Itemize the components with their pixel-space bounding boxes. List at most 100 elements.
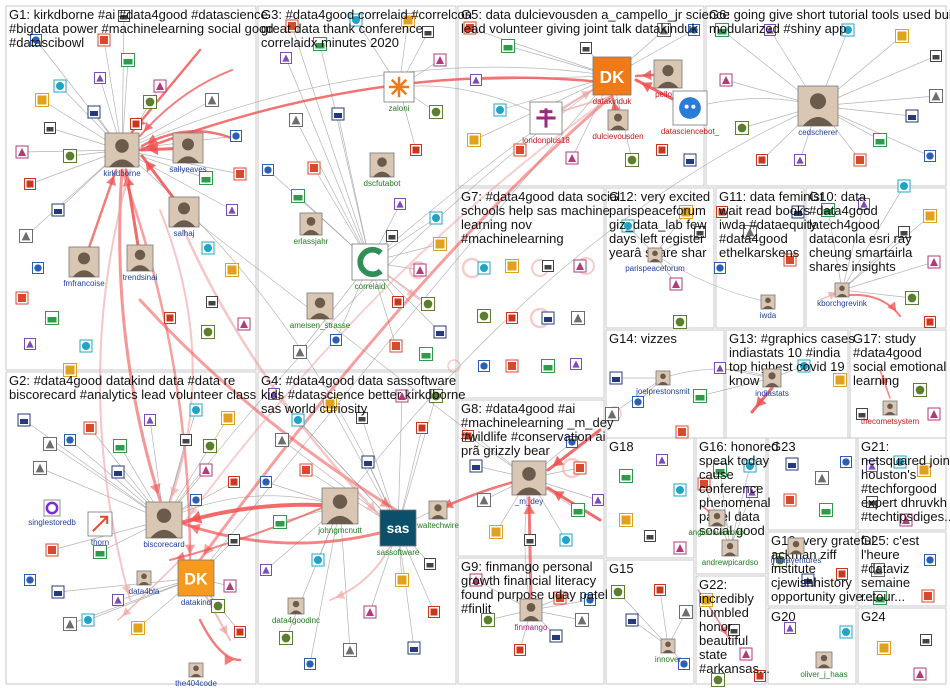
small-node[interactable] <box>225 263 239 277</box>
small-node[interactable] <box>221 411 235 425</box>
node-singlestoredb[interactable]: singlestoredb <box>28 499 76 527</box>
small-node[interactable] <box>144 414 156 426</box>
small-node[interactable] <box>625 153 639 167</box>
node-johngmcnutt[interactable]: johngmcnutt <box>317 487 363 535</box>
node-thecometsystem[interactable]: thecometsystem <box>861 400 920 426</box>
small-node[interactable] <box>669 277 683 291</box>
node-mstraventures[interactable]: mstraventures <box>771 537 822 565</box>
node-indiastats[interactable]: indiastats <box>755 368 789 398</box>
small-node[interactable] <box>840 456 852 468</box>
small-node[interactable] <box>542 260 554 272</box>
node--m-dey[interactable]: _m_dey <box>511 460 547 506</box>
small-node[interactable] <box>559 533 573 547</box>
small-node[interactable] <box>699 593 713 607</box>
small-node[interactable] <box>746 486 758 498</box>
small-node[interactable] <box>289 113 303 127</box>
node-thorn[interactable]: thorn <box>87 511 113 547</box>
node-kirkdborne[interactable]: kirkdborne <box>103 132 141 178</box>
node-kborchgrevink[interactable]: kborchgrevink <box>817 282 868 308</box>
node-ameisen-strasse[interactable]: ameisen_strasse <box>290 292 351 330</box>
small-node[interactable] <box>394 198 406 210</box>
small-node[interactable] <box>856 408 868 420</box>
small-node[interactable] <box>571 311 585 325</box>
small-node[interactable] <box>921 589 935 603</box>
small-node[interactable] <box>53 79 67 93</box>
small-node[interactable] <box>924 554 936 566</box>
node-oliver-j-haas[interactable]: oliver_j_haas <box>800 651 848 679</box>
small-node[interactable] <box>481 613 495 627</box>
small-node[interactable] <box>113 439 127 453</box>
small-node[interactable] <box>323 397 337 411</box>
small-node[interactable] <box>97 33 111 47</box>
node-zaloni[interactable]: zaloni <box>383 71 415 113</box>
small-node[interactable] <box>392 296 404 308</box>
node-sallyeaves[interactable]: sallyeaves <box>169 132 207 174</box>
small-node[interactable] <box>433 53 447 67</box>
small-node[interactable] <box>739 647 753 661</box>
small-node[interactable] <box>493 103 507 117</box>
node-joelprestonsmit[interactable]: joelprestonsmit <box>635 370 691 396</box>
small-node[interactable] <box>293 345 307 359</box>
small-node[interactable] <box>678 658 690 670</box>
small-node[interactable] <box>797 359 811 373</box>
node-innover[interactable]: innover <box>655 638 682 664</box>
small-node[interactable] <box>363 605 377 619</box>
small-node[interactable] <box>553 591 567 605</box>
small-node[interactable] <box>429 211 443 225</box>
small-node[interactable] <box>304 658 316 670</box>
small-node[interactable] <box>524 534 536 546</box>
small-node[interactable] <box>794 154 806 166</box>
small-node[interactable] <box>83 421 97 435</box>
small-node[interactable] <box>656 144 668 156</box>
small-node[interactable] <box>313 37 327 51</box>
small-node[interactable] <box>609 371 623 385</box>
small-node[interactable] <box>683 153 697 167</box>
small-node[interactable] <box>260 476 272 488</box>
small-node[interactable] <box>930 50 942 62</box>
small-node[interactable] <box>713 463 727 477</box>
small-node[interactable] <box>584 594 596 606</box>
node-correlaid[interactable]: correlaid <box>351 243 389 291</box>
small-node[interactable] <box>877 641 891 655</box>
small-node[interactable] <box>273 515 287 529</box>
small-node[interactable] <box>619 469 633 483</box>
small-node[interactable] <box>87 105 101 119</box>
small-node[interactable] <box>715 23 729 37</box>
small-node[interactable] <box>819 503 833 517</box>
small-node[interactable] <box>501 39 515 53</box>
small-node[interactable] <box>63 617 77 631</box>
node-waltechwire[interactable]: waltechwire <box>416 500 459 530</box>
small-node[interactable] <box>24 574 36 586</box>
small-node[interactable] <box>899 513 913 527</box>
small-node[interactable] <box>673 483 687 497</box>
small-node[interactable] <box>424 558 436 570</box>
small-node[interactable] <box>343 643 357 657</box>
small-node[interactable] <box>571 503 585 517</box>
small-node[interactable] <box>871 563 885 577</box>
small-node[interactable] <box>927 255 941 269</box>
small-node[interactable] <box>226 204 238 216</box>
small-node[interactable] <box>429 105 443 119</box>
small-node[interactable] <box>841 23 855 37</box>
small-node[interactable] <box>433 325 447 339</box>
small-node[interactable] <box>421 297 435 311</box>
small-node[interactable] <box>714 262 726 274</box>
node-fmfrancoise[interactable]: fmfrancoise <box>63 246 105 288</box>
small-node[interactable] <box>743 459 757 473</box>
small-node[interactable] <box>839 625 853 639</box>
small-node[interactable] <box>307 161 321 175</box>
small-node[interactable] <box>268 388 280 400</box>
small-node[interactable] <box>233 167 247 181</box>
small-node[interactable] <box>773 553 787 567</box>
node-data4goodinc[interactable]: data4goodinc <box>272 597 320 625</box>
small-node[interactable] <box>505 259 519 273</box>
small-node[interactable] <box>24 178 36 190</box>
small-node[interactable] <box>693 389 707 403</box>
small-node[interactable] <box>478 360 490 372</box>
small-node[interactable] <box>386 230 398 242</box>
small-node[interactable] <box>913 667 927 681</box>
small-node[interactable] <box>30 34 42 46</box>
node-londonplus18[interactable]: londonplus18 <box>522 101 570 145</box>
node-data4bla[interactable]: data4bla <box>129 570 160 596</box>
